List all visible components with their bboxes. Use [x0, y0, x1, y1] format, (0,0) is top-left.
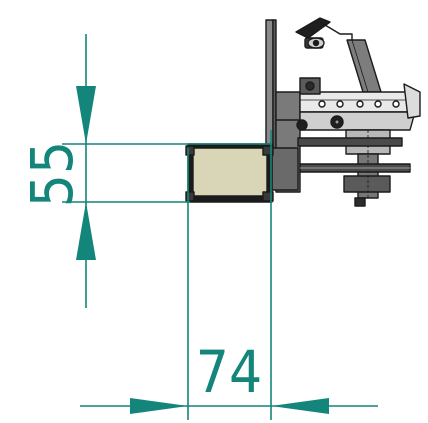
width-dimension: [80, 130, 378, 420]
rail-bolts: [296, 115, 344, 131]
width-arrow-right: [271, 398, 329, 414]
mechanical-assembly: [185, 17, 421, 207]
height-arrow-top: [76, 86, 96, 144]
height-arrow-bottom: [76, 202, 96, 260]
horizontal-rail: [299, 77, 421, 131]
bracket-block: [271, 91, 301, 193]
angled-rod: [346, 39, 382, 93]
width-dimension-value: 74: [196, 338, 262, 406]
shaft-nut: [354, 197, 366, 207]
top-clamp: [295, 17, 353, 49]
dimensioned-box: [185, 143, 274, 203]
height-dimension: [62, 34, 272, 308]
width-arrow-left: [130, 398, 188, 414]
height-dimension-value: 55: [18, 141, 86, 207]
horizontal-arms: [297, 137, 411, 173]
